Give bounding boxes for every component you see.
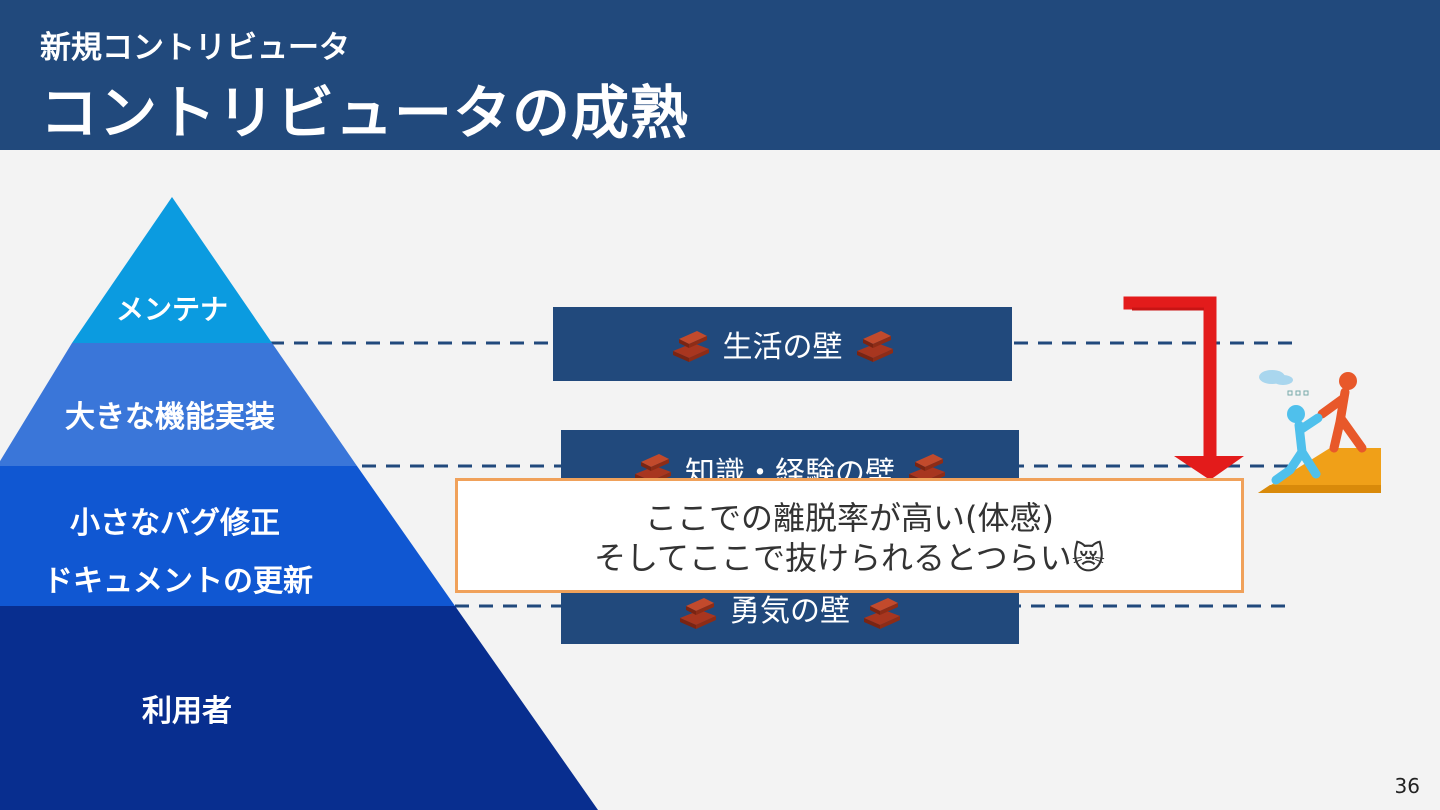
pyramid-tier-maintainer	[72, 197, 272, 343]
pyramid-tier-user	[0, 606, 598, 810]
hill-icon	[1258, 448, 1381, 493]
slide-header: 新規コントリビュータ コントリビュータの成熟	[0, 0, 1440, 150]
brick-icon	[680, 598, 716, 629]
tier-label-user: 利用者	[142, 694, 232, 729]
callout-line-1: ここでの離脱率が高い(体感)	[645, 499, 1054, 537]
wall-label-life: 生活の壁	[722, 330, 843, 365]
wall-life: 生活の壁	[553, 307, 1012, 381]
pyramid-tier-large-feature	[0, 343, 357, 466]
brick-icon	[864, 598, 900, 629]
wall-label-courage: 勇気の壁	[730, 594, 850, 629]
slide-title: コントリビュータの成熟	[40, 79, 690, 147]
brick-icon	[856, 331, 893, 362]
tier-label-maintainer: メンテナ	[115, 293, 228, 326]
slide-subtitle: 新規コントリビュータ	[40, 30, 350, 66]
tier-label-small-fix: 小さなバグ修正	[70, 506, 280, 541]
contributor-pyramid	[0, 197, 598, 810]
crying-cat-icon: 😿	[1071, 539, 1106, 577]
tier-label-large-feature: 大きな機能実装	[65, 400, 275, 435]
brick-icon	[672, 331, 709, 362]
tier-label-docs: ドキュメントの更新	[43, 564, 313, 599]
cloud-icon	[1259, 370, 1285, 384]
page-number: 36	[1394, 774, 1420, 798]
callout-line-2: そしてここで抜けられるとつらい	[593, 539, 1072, 577]
callout-line-2-wrap: そしてここで抜けられるとつらい😿	[458, 538, 1241, 578]
pyramid-tier-small-fix	[0, 466, 455, 606]
dropout-callout: ここでの離脱率が高い(体感) そしてここで抜けられるとつらい😿	[455, 478, 1244, 593]
